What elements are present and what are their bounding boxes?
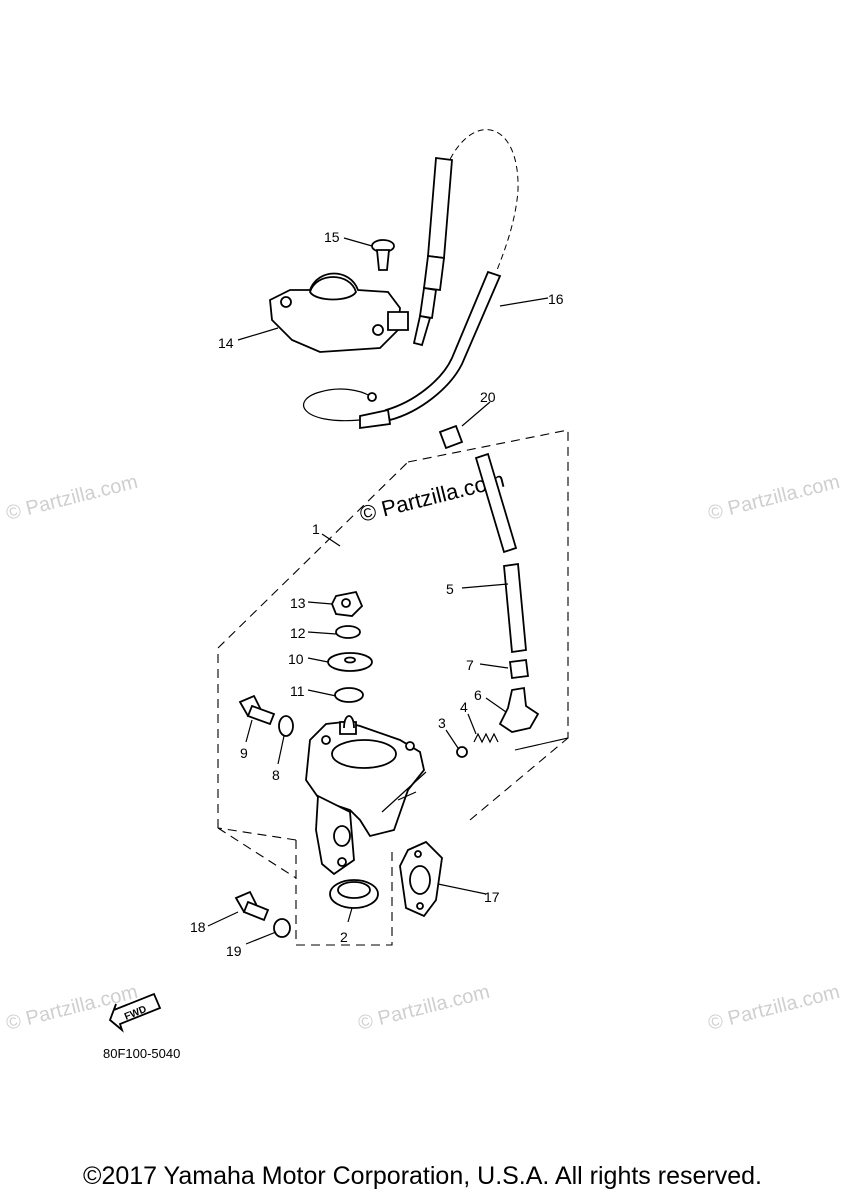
callout-3: 3	[438, 715, 446, 731]
washer-part-10	[327, 652, 373, 672]
callout-19: 19	[226, 943, 242, 959]
washer-part-19	[273, 918, 291, 938]
callout-2: 2	[340, 929, 348, 945]
watermark-bottom-right: © Partzilla.com	[706, 981, 842, 1035]
assembly-boundary	[217, 429, 569, 946]
sleeve-part-7	[508, 658, 530, 680]
watermark-top-right: © Partzilla.com	[706, 471, 842, 525]
callout-4: 4	[460, 699, 468, 715]
callout-10: 10	[288, 651, 304, 667]
leader-lines	[207, 237, 549, 945]
callout-1: 1	[312, 521, 320, 537]
cover-part-14	[269, 272, 409, 353]
callout-15: 15	[324, 229, 340, 245]
hose-part-16	[303, 270, 502, 430]
callout-13: 13	[290, 595, 306, 611]
callout-20: 20	[480, 389, 496, 405]
washer-part-12	[335, 625, 361, 639]
spring-part-4	[473, 732, 499, 744]
callout-11: 11	[290, 683, 305, 699]
callout-16: 16	[548, 291, 564, 307]
watermark-top-left: © Partzilla.com	[4, 471, 140, 525]
bolt-part-18	[234, 890, 270, 922]
fitting-part-20	[438, 424, 464, 450]
seal-part-2	[329, 879, 379, 909]
washer-part-8	[278, 715, 294, 737]
callout-9: 9	[240, 745, 248, 761]
elbow-part-6	[498, 686, 540, 733]
callout-12: 12	[290, 625, 306, 641]
callout-6: 6	[474, 687, 482, 703]
gasket-part-17	[399, 840, 443, 918]
callout-labels: 1 2 3 4 5 6 7 8 9 10 11 12 13 14 15 16 1…	[190, 229, 564, 959]
washer-part-11	[334, 687, 364, 703]
pump-body	[305, 715, 427, 876]
callout-8: 8	[272, 767, 280, 783]
callout-5: 5	[446, 581, 454, 597]
callout-7: 7	[466, 657, 474, 673]
callout-17: 17	[484, 889, 500, 905]
screw-part-15	[371, 239, 395, 271]
watermarks: © Partzilla.com © Partzilla.com © Partzi…	[4, 467, 842, 1035]
callout-14: 14	[218, 335, 234, 351]
bolt-part-9	[238, 694, 276, 726]
nut-part-13	[331, 590, 364, 617]
copyright-notice: ©2017 Yamaha Motor Corporation, U.S.A. A…	[83, 1162, 762, 1190]
callout-18: 18	[190, 919, 206, 935]
drawing-code: 80F100-5040	[103, 1046, 181, 1061]
throttle-cable	[412, 129, 519, 347]
tube-part-5	[474, 452, 527, 654]
watermark-bottom-center: © Partzilla.com	[356, 981, 492, 1035]
ball-part-3	[456, 746, 468, 758]
